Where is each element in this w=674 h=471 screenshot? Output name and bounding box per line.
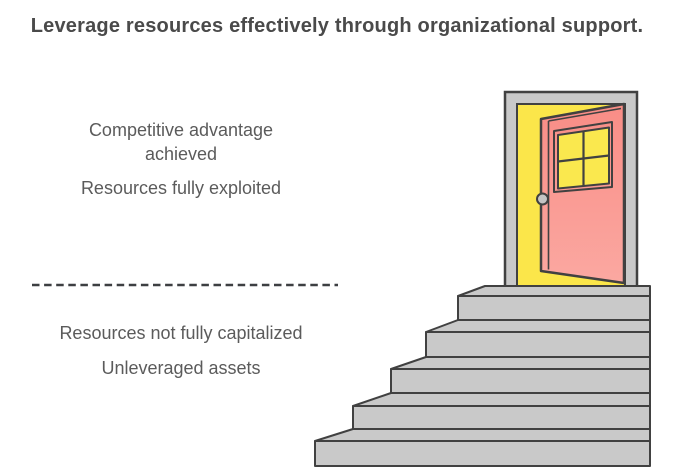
stair-step-riser-2 bbox=[352, 405, 651, 430]
stair-step-riser-3 bbox=[390, 368, 651, 394]
below-threshold-label-1: Resources not fully capitalized bbox=[59, 323, 303, 343]
below-threshold-label-2: Unleveraged assets bbox=[101, 358, 261, 378]
doorknob bbox=[536, 192, 549, 206]
window-mullion-horizontal bbox=[557, 154, 610, 163]
staircase bbox=[314, 285, 651, 467]
platform-tread bbox=[457, 285, 651, 297]
above-threshold-label-2: Resources fully exploited bbox=[80, 178, 282, 198]
stair-step-riser-1 bbox=[314, 440, 651, 467]
above-threshold-label-1: Competitive advantage achieved bbox=[88, 120, 274, 164]
stair-step-riser-5 bbox=[457, 295, 651, 321]
stair-step-tread-1 bbox=[314, 428, 651, 442]
stair-step-tread-3 bbox=[390, 356, 651, 370]
state-labels-column: Competitive advantage achieved Resources… bbox=[59, 120, 303, 378]
stair-step-tread-4 bbox=[425, 319, 651, 333]
door-edge-lines bbox=[547, 107, 622, 270]
page-title: Leverage resources effectively through o… bbox=[30, 15, 644, 37]
door-window-frame bbox=[553, 121, 613, 193]
stair-step-tread-2 bbox=[352, 392, 651, 407]
stair-step-riser-4 bbox=[425, 331, 651, 358]
open-door bbox=[503, 90, 639, 292]
